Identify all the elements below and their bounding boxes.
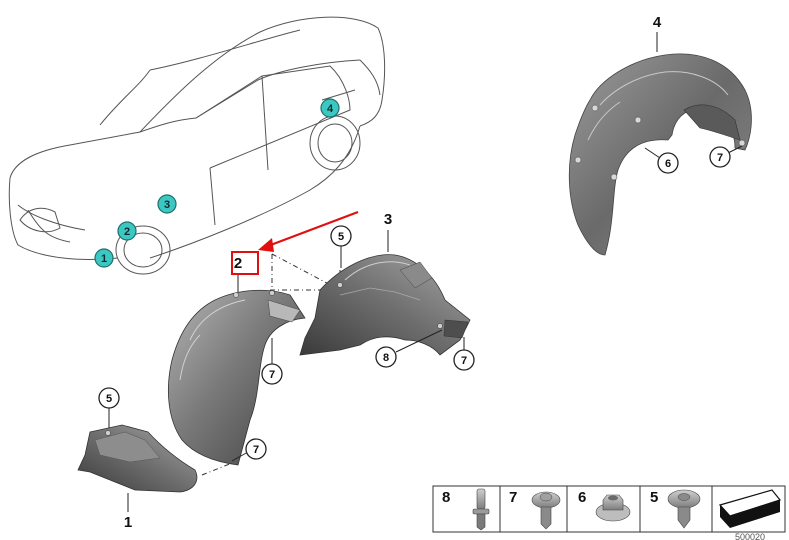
part-label-3: 3 — [384, 211, 392, 252]
svg-text:3: 3 — [164, 199, 170, 211]
legend-item-7: 7 — [509, 489, 561, 530]
callout-7-front-lower: 7 — [231, 438, 267, 462]
flange-nut-icon — [595, 494, 631, 522]
callout-7-rear: 7 — [709, 145, 743, 168]
legend-item-8: 8 — [442, 488, 490, 531]
callout-7-front-upper: 7 — [261, 338, 283, 385]
svg-text:2: 2 — [234, 255, 242, 272]
washer-screw-icon — [531, 491, 561, 530]
callout-5-upper: 5 — [330, 225, 352, 268]
push-rivet-icon — [472, 488, 490, 531]
part-label-1: 1 — [124, 493, 132, 531]
fastener-legend: 8 7 6 5 — [432, 485, 786, 533]
car-callout-4: 4 — [320, 98, 340, 118]
svg-text:7: 7 — [509, 489, 517, 506]
svg-text:5: 5 — [650, 489, 658, 506]
svg-text:6: 6 — [665, 158, 671, 170]
diagram-id: 500020 — [735, 532, 765, 540]
rear-wheel-arch-liner[interactable] — [568, 53, 752, 256]
svg-text:500020: 500020 — [735, 532, 765, 540]
svg-text:5: 5 — [338, 231, 344, 243]
front-wheel-arch-liner-rear[interactable] — [299, 254, 471, 356]
svg-text:3: 3 — [384, 211, 392, 228]
legend-item-5: 5 — [650, 489, 701, 529]
highlight-arrow — [258, 210, 359, 252]
svg-text:4: 4 — [327, 103, 334, 115]
svg-text:1: 1 — [101, 253, 107, 265]
svg-text:7: 7 — [461, 355, 467, 367]
front-wheel-arch-liner-front[interactable] — [168, 289, 306, 466]
callout-8: 8 — [375, 329, 443, 368]
svg-text:7: 7 — [717, 152, 723, 164]
callout-6: 6 — [644, 147, 679, 174]
underbody-panel[interactable] — [77, 424, 198, 493]
svg-text:8: 8 — [442, 489, 450, 506]
svg-text:7: 7 — [253, 444, 259, 456]
part-label-4: 4 — [653, 14, 662, 52]
car-callout-3: 3 — [157, 194, 177, 214]
highlight-box — [231, 251, 259, 275]
svg-text:2: 2 — [124, 226, 130, 238]
svg-text:1: 1 — [124, 514, 132, 531]
svg-text:5: 5 — [106, 393, 112, 405]
car-callout-1: 1 — [94, 248, 114, 268]
car-callout-2: 2 — [117, 221, 137, 241]
scale-arrow-icon — [718, 489, 782, 528]
svg-text:6: 6 — [578, 489, 586, 506]
expansion-clip-icon — [667, 489, 701, 529]
car-outline — [8, 16, 386, 275]
svg-text:8: 8 — [383, 352, 389, 364]
callout-5-lower: 5 — [98, 387, 120, 428]
svg-text:7: 7 — [269, 369, 275, 381]
part-label-2: 2 — [234, 255, 242, 292]
callout-7-mid: 7 — [453, 337, 475, 371]
svg-text:4: 4 — [653, 14, 662, 31]
legend-item-6: 6 — [578, 489, 631, 522]
